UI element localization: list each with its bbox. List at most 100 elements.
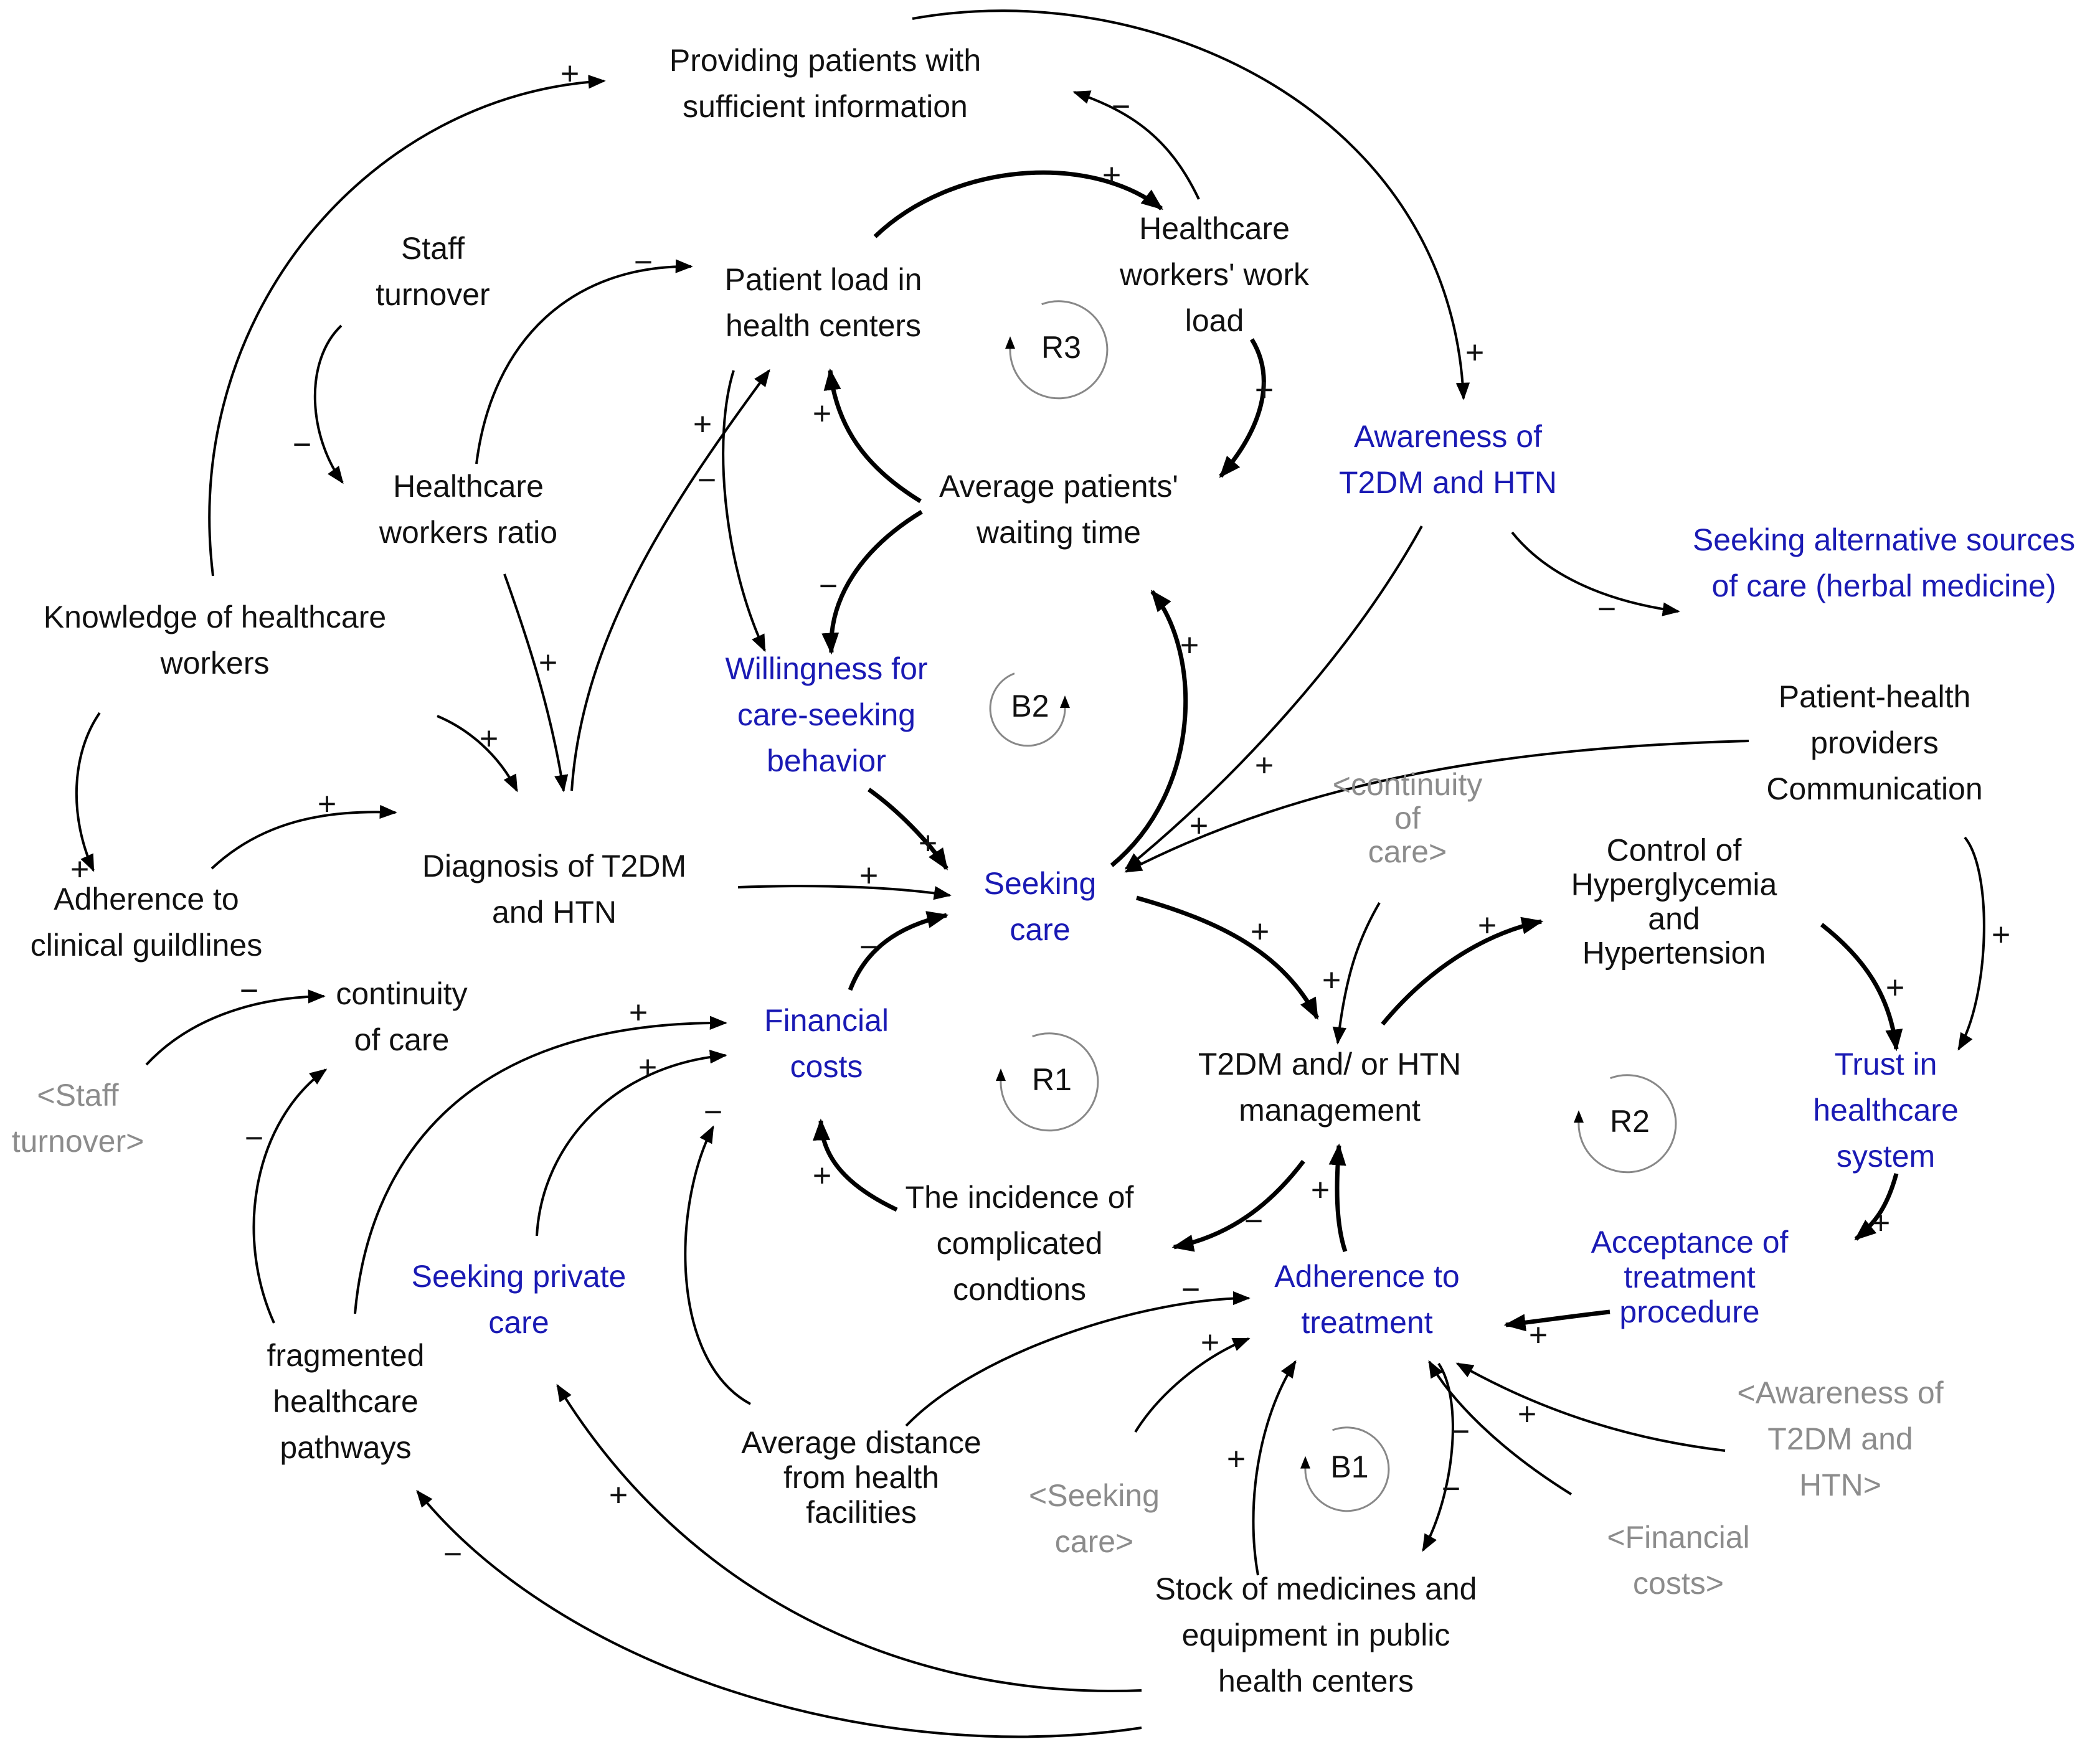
polarity-sign: +: [70, 852, 89, 888]
label-line: management: [1239, 1093, 1421, 1128]
causal-arrow: [210, 804, 397, 870]
label-line: T2DM and/ or HTN: [1198, 1047, 1461, 1081]
variable-label: T2DM and/ or HTN management: [1198, 1047, 1461, 1128]
label-line: Awareness of: [1354, 419, 1542, 454]
link-adherence-treatment-to-stock: −: [1422, 1362, 1470, 1552]
causal-arrow: [145, 989, 326, 1066]
link-waiting-time-to-willingness: −: [819, 510, 923, 655]
polarity-sign: +: [1871, 1205, 1890, 1241]
label-line: The incidence of: [906, 1180, 1134, 1215]
causal-arrow: [1134, 1337, 1251, 1433]
polarity-sign: +: [1180, 628, 1199, 664]
variable-awareness: Awareness of T2DM and HTN: [1339, 419, 1557, 500]
link-stock-to-fragmented: −: [416, 1489, 1142, 1738]
label-line: and: [1648, 902, 1700, 936]
label-line: Seeking: [984, 866, 1097, 901]
loop-label: R3: [1041, 330, 1081, 365]
label-line: fragmented: [267, 1338, 425, 1373]
causal-arrow: [354, 1015, 727, 1314]
label-line: workers ratio: [379, 515, 557, 550]
link-diagnosis-to-patient-load: +: [570, 369, 770, 791]
polarity-sign: −: [1244, 1204, 1263, 1240]
link-fragmented-to-financial-costs: +: [354, 995, 727, 1314]
polarity-sign: +: [1255, 748, 1274, 784]
link-stock-to-adherence-treatment: +: [1227, 1360, 1297, 1576]
label-line: of: [1394, 801, 1421, 836]
label-line: costs: [790, 1049, 863, 1084]
loop-label: B2: [1011, 689, 1049, 723]
label-line: Adherence to: [54, 882, 239, 916]
polarity-sign: −: [240, 973, 258, 1009]
causal-arrow: [813, 1118, 898, 1212]
loop-marker-b2: B2: [989, 672, 1070, 747]
label-line: Patient-health: [1779, 679, 1971, 714]
label-line: of care: [354, 1022, 450, 1057]
loop-arrowhead: [1060, 695, 1070, 708]
label-line: <Staff: [37, 1078, 118, 1113]
label-line: and HTN: [492, 895, 617, 930]
label-line: Control of: [1607, 833, 1742, 868]
causal-arrow: [684, 1125, 751, 1405]
polarity-sign: +: [629, 995, 648, 1031]
polarity-sign: +: [1322, 963, 1341, 999]
polarity-sign: −: [1597, 591, 1616, 628]
loop-arrowhead: [996, 1068, 1006, 1081]
causal-arrow: [867, 788, 948, 870]
polarity-sign: +: [1102, 158, 1121, 194]
link-control-to-trust: +: [1820, 923, 1904, 1052]
causal-arrow: [503, 573, 569, 793]
polarity-sign: +: [318, 786, 336, 822]
causal-arrow: [556, 1383, 1142, 1692]
causal-arrow: [1124, 525, 1423, 870]
label-line: Staff: [401, 231, 465, 266]
variable-label: Average patients'waiting time: [939, 469, 1178, 550]
causal-arrow: [313, 324, 344, 484]
label-line: Healthcare: [1139, 211, 1290, 246]
label-line: treatment: [1624, 1260, 1755, 1294]
link-stock-to-private-care: +: [556, 1383, 1142, 1692]
causal-arrow: [1503, 1309, 1610, 1332]
link-hcw-ratio-to-patient-load: −: [475, 245, 693, 464]
causal-arrow: [1252, 1360, 1297, 1576]
label-line: workers' work: [1119, 257, 1310, 292]
link-staff-turnover-to-hcw-ratio: −: [293, 324, 344, 484]
label-line: care-seeking: [737, 697, 915, 732]
label-line: Knowledge of healthcare: [44, 600, 386, 634]
label-line: care: [1010, 912, 1070, 947]
causal-arrow: [1219, 338, 1266, 478]
causal-arrow: [252, 1068, 328, 1324]
polarity-sign: −: [1442, 1471, 1460, 1507]
link-distance-to-financial-costs: −: [684, 1095, 751, 1405]
label-line: facilities: [806, 1495, 917, 1530]
label-line: Trust in: [1835, 1047, 1937, 1081]
label-line: system: [1837, 1139, 1935, 1174]
label-line: pathways: [280, 1430, 411, 1465]
label-line: care: [488, 1305, 549, 1340]
causal-arrow: [905, 1291, 1251, 1427]
causal-arrow: [1428, 1360, 1573, 1496]
label-line: care>: [1055, 1524, 1133, 1559]
link-waiting-time-to-patient-load: +: [813, 368, 922, 503]
label-line: T2DM and HTN: [1339, 465, 1557, 500]
polarity-sign: +: [480, 721, 498, 757]
link-hcw-workload-to-waiting-time: +: [1219, 338, 1274, 478]
label-line: Average distance: [741, 1425, 981, 1460]
label-line: Providing patients with: [669, 43, 981, 78]
label-line: condtions: [953, 1272, 1086, 1307]
label-line: Healthcare: [393, 469, 544, 504]
causal-arrow: [1381, 916, 1544, 1026]
